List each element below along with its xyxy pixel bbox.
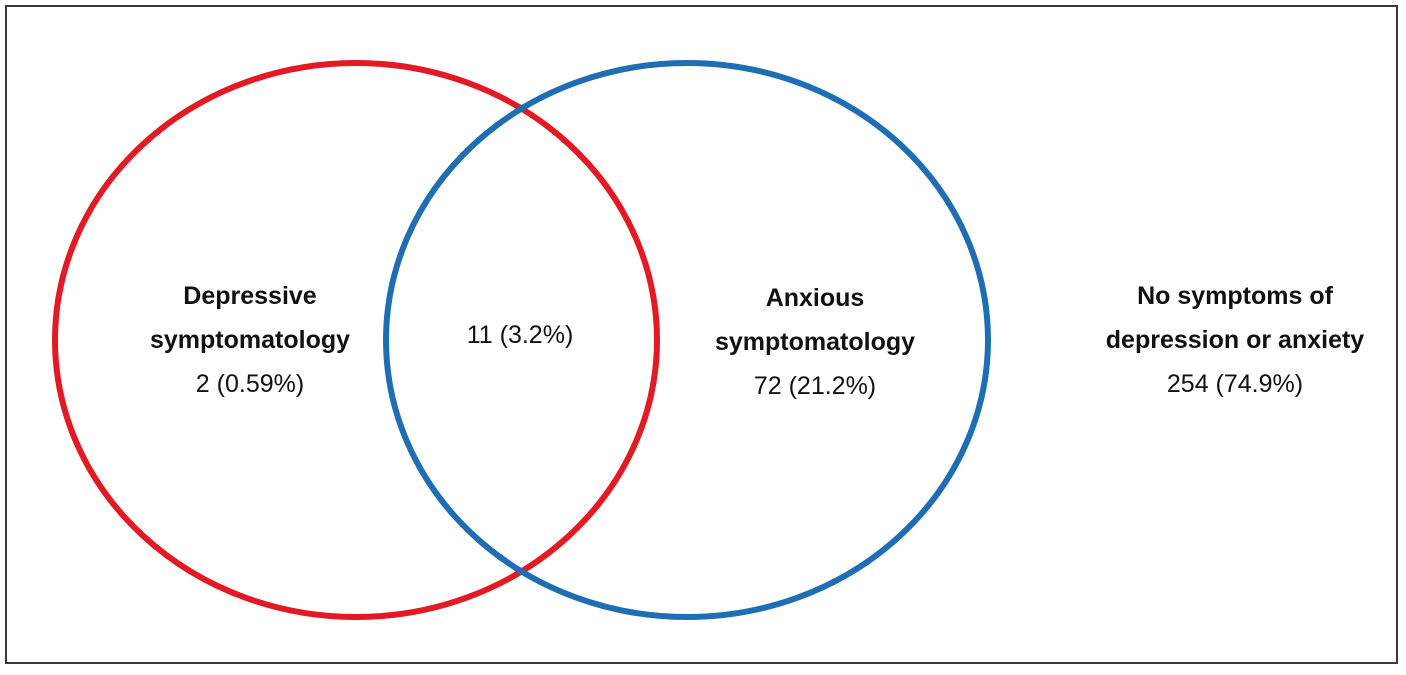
diagram-frame [5,5,1398,664]
neither-region: No symptoms of depression or anxiety 254… [1065,274,1405,406]
depressive-circle [52,60,660,620]
overlap-count: 11 (3.2%) [466,321,574,349]
anxious-circle [383,60,991,620]
depressive-title-line1: Depressive [183,282,317,310]
neither-title-line1: No symptoms of [1137,282,1333,310]
anxious-title-line2: symptomatology [714,328,916,356]
anxious-only-region: Anxious symptomatology 72 (21.2%) [645,276,985,408]
neither-title-line2: depression or anxiety [1105,326,1365,354]
depressive-title-line2: symptomatology [149,326,351,354]
depressive-count: 2 (0.59%) [195,370,305,398]
depressive-only-region: Depressive symptomatology 2 (0.59%) [85,274,415,406]
overlap-region: 11 (3.2%) [400,313,640,357]
neither-count: 254 (74.9%) [1166,370,1304,398]
anxious-count: 72 (21.2%) [753,372,877,400]
anxious-title-line1: Anxious [765,284,865,312]
